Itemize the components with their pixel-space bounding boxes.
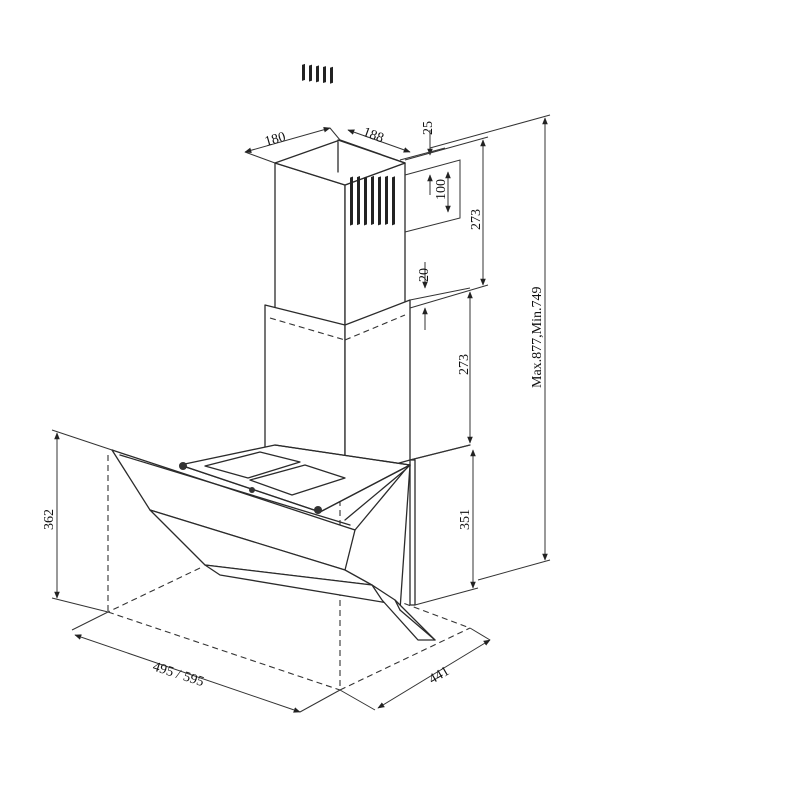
dim-label-outlet-offset: 25 bbox=[421, 121, 436, 135]
hood-body bbox=[111, 449, 436, 641]
dim-outlet: 25 100 bbox=[399, 121, 461, 233]
dim-overlap: 20 bbox=[417, 262, 432, 330]
dim-chimney-depth: 188 bbox=[347, 125, 411, 153]
left-vent-icon bbox=[302, 63, 333, 84]
clip-icon bbox=[314, 506, 322, 514]
dim-hood-depth: 441 bbox=[339, 627, 491, 711]
dim-label-hood-width: 495 / 595 bbox=[151, 660, 206, 691]
chimney-upper bbox=[274, 63, 406, 331]
dim-label-hood-height: 362 bbox=[42, 509, 57, 530]
dim-upper-section: 273 bbox=[404, 136, 489, 309]
dim-canopy-height: 351 bbox=[414, 449, 479, 606]
dim-hood-height: 362 bbox=[42, 429, 113, 613]
dim-label-lower-section: 273 bbox=[457, 354, 472, 375]
dim-label-upper-section: 273 bbox=[469, 209, 484, 230]
dim-hood-width: 495 / 595 bbox=[71, 611, 341, 713]
dim-lower-section: 273 bbox=[409, 287, 473, 461]
filter-panel bbox=[179, 444, 411, 514]
right-vent-icon bbox=[350, 175, 395, 226]
dim-chimney-width: 180 bbox=[244, 127, 341, 164]
dim-label-canopy-height: 351 bbox=[458, 509, 473, 530]
dim-label-overlap: 20 bbox=[417, 268, 432, 282]
dim-total-height: Max.877,Min.749 bbox=[429, 114, 551, 581]
clip-icon bbox=[249, 487, 255, 493]
dim-label-hood-depth: 441 bbox=[427, 664, 453, 687]
dim-label-chimney-depth: 188 bbox=[361, 125, 386, 146]
dim-label-chimney-width: 180 bbox=[263, 130, 287, 150]
dim-label-total-height: Max.877,Min.749 bbox=[530, 287, 545, 389]
dim-label-outlet-height: 100 bbox=[434, 179, 449, 200]
clip-icon bbox=[179, 462, 187, 470]
